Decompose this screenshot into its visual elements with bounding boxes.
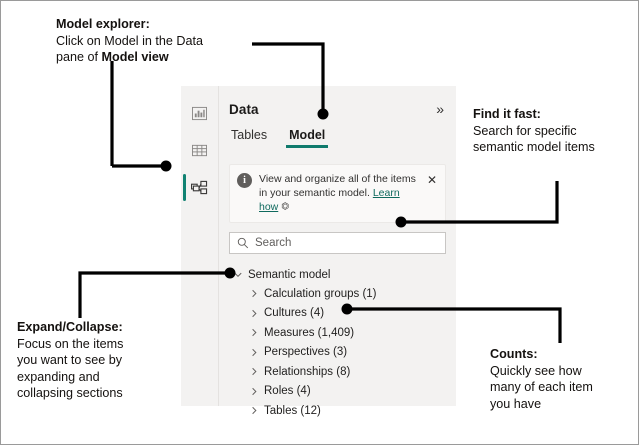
annotation-line: you have — [490, 396, 542, 411]
search-icon — [237, 237, 249, 249]
info-line-2: your semantic model. — [270, 187, 370, 199]
table-view-icon[interactable] — [181, 132, 218, 169]
chevron-right-icon — [252, 309, 257, 317]
tree-item-perspectives[interactable]: Perspectives (3) — [229, 343, 446, 363]
tree-item-label: Calculation groups (1) — [264, 287, 377, 300]
pane-tabs: Tables Model — [229, 128, 446, 154]
annotation-line: you want to see by — [17, 353, 123, 367]
tree-item-cultures[interactable]: Cultures (4) — [229, 304, 446, 324]
search-input[interactable]: Search — [229, 232, 446, 254]
annotation-line: Search for specific — [473, 123, 577, 138]
model-view-icon[interactable] — [181, 169, 218, 206]
annotation-line: semantic model items — [473, 140, 595, 154]
tree-item-label: Cultures (4) — [264, 307, 325, 320]
annotation-title: Expand/Collapse: — [17, 320, 123, 334]
annotation-title: Model explorer: — [56, 17, 150, 31]
chevron-right-icon — [252, 368, 257, 376]
collapse-pane-icon[interactable]: » — [436, 101, 444, 117]
chevron-right-icon — [252, 329, 257, 337]
tree-item-label: Relationships (8) — [264, 365, 351, 378]
external-link-icon: ⏣ — [281, 201, 290, 211]
annotation-title: Find it fast: — [473, 107, 541, 121]
tree-item-label: Tables (12) — [264, 404, 321, 417]
view-selection-indicator — [183, 174, 186, 201]
tree-item-roles[interactable]: Roles (4) — [229, 382, 446, 402]
tree-root-semantic-model[interactable]: Semantic model — [229, 265, 446, 284]
report-view-icon[interactable] — [181, 95, 218, 132]
pane-header: Data » — [229, 86, 446, 126]
info-banner-text: View and organize all of the items in yo… — [252, 172, 425, 214]
annotation-title: Counts: — [490, 347, 538, 361]
annotation-expand-collapse: Expand/Collapse: Focus on the items you … — [17, 319, 177, 402]
tree-root-label: Semantic model — [248, 268, 331, 281]
tree-item-label: Perspectives (3) — [264, 346, 348, 359]
chevron-down-icon — [234, 272, 242, 278]
tree-item-label: Measures (1,409) — [264, 326, 355, 339]
semantic-model-tree: Semantic model Calculation groups (1) Cu… — [229, 265, 446, 421]
view-icon-rail — [181, 86, 219, 406]
tab-tables[interactable]: Tables — [231, 128, 268, 142]
chevron-right-icon — [252, 348, 257, 356]
tab-model[interactable]: Model — [286, 128, 329, 148]
close-icon[interactable]: ✕ — [426, 173, 438, 187]
info-banner: i View and organize all of the items in … — [229, 164, 446, 223]
data-panel: Data » Tables Model i View and organize … — [181, 86, 456, 417]
tree-item-label: Roles (4) — [264, 385, 311, 398]
annotation-line: collapsing sections — [17, 386, 123, 400]
chevron-right-icon — [252, 290, 257, 298]
tree-item-measures[interactable]: Measures (1,409) — [229, 323, 446, 343]
page-title: Data — [229, 101, 259, 117]
learn-how-link[interactable]: Learn how — [259, 187, 400, 213]
annotation-line: Quickly see how — [490, 363, 582, 378]
annotation-line: Click on Model in the Data — [56, 33, 203, 48]
annotation-find-it-fast: Find it fast: Search for specific semant… — [473, 106, 638, 156]
annotation-line-text: pane of — [56, 50, 102, 64]
chevron-right-icon — [252, 387, 257, 395]
search-placeholder: Search — [255, 237, 292, 249]
annotation-line: expanding and — [17, 369, 100, 384]
data-pane: Data » Tables Model i View and organize … — [219, 86, 456, 417]
annotation-line: many of each item — [490, 380, 593, 394]
tree-item-relationships[interactable]: Relationships (8) — [229, 362, 446, 382]
annotation-counts: Counts: Quickly see how many of each ite… — [490, 346, 635, 412]
annotation-line: Focus on the items — [17, 336, 124, 351]
annotation-line: pane of Model view — [56, 49, 251, 66]
tree-item-tables[interactable]: Tables (12) — [229, 401, 446, 421]
info-icon: i — [237, 173, 252, 188]
tree-item-calculation-groups[interactable]: Calculation groups (1) — [229, 284, 446, 304]
chevron-right-icon — [252, 407, 257, 415]
info-line-1: View and organize all of the items in — [259, 173, 416, 199]
annotation-model-explorer: Model explorer: Click on Model in the Da… — [56, 16, 251, 66]
annotation-line-bold: Model view — [101, 50, 169, 64]
